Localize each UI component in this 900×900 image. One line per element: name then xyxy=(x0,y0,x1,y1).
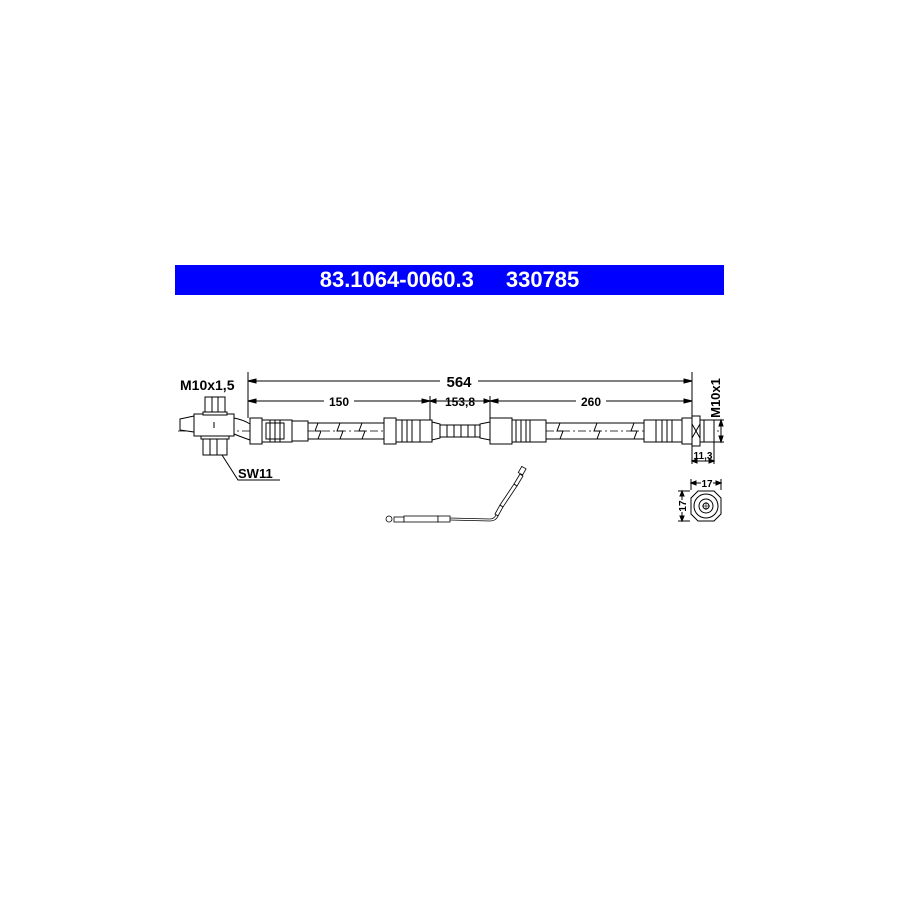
right-thread-label: M10x1 xyxy=(708,378,723,418)
left-thread-label: M10x1,5 xyxy=(180,377,235,393)
dim-segment-1: 150 xyxy=(329,395,349,409)
end-view-width-label: 17 xyxy=(701,479,713,490)
right-length-label: 11,3 xyxy=(694,451,713,462)
hose-crimp-fittings xyxy=(249,417,693,445)
end-view xyxy=(678,479,723,523)
end-view-height-label: 17 xyxy=(678,500,689,512)
part-number: 83.1064-0060.3 xyxy=(319,267,474,292)
dim-segment-3: 260 xyxy=(581,395,601,409)
title-bar: 83.1064-0060.3 330785 xyxy=(175,265,724,295)
hose-segments xyxy=(308,422,644,440)
dim-overall-length: 564 xyxy=(446,374,472,391)
reference-number: 330785 xyxy=(505,267,580,292)
dimension-lines xyxy=(247,372,693,420)
right-fitting xyxy=(690,415,724,464)
dim-segment-2: 153,8 xyxy=(445,395,475,409)
sw11-leader xyxy=(221,454,280,481)
installed-shape-sketch xyxy=(385,465,527,523)
wrench-size-label: SW11 xyxy=(238,466,273,481)
left-banjo-fitting xyxy=(179,396,251,456)
